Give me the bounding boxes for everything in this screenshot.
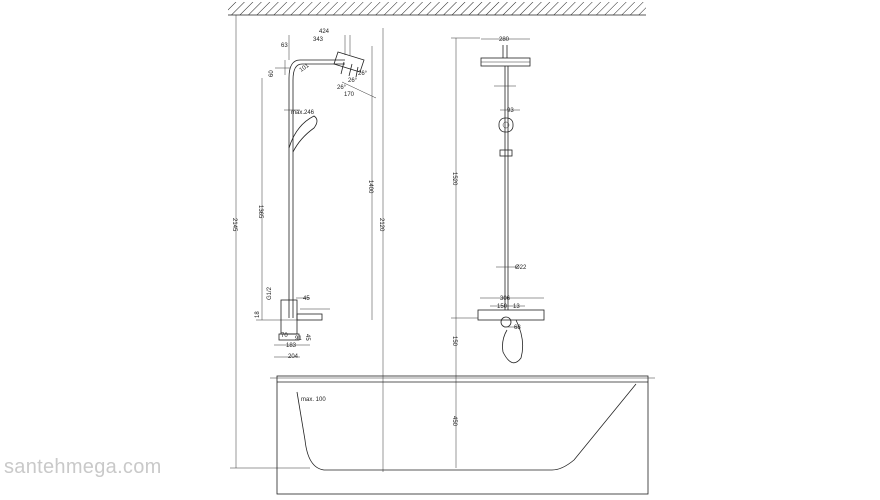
dim-343: 343	[313, 37, 324, 43]
dim-13: 13	[513, 304, 520, 310]
front-view-shower	[451, 37, 545, 468]
dim-26a: 26°	[348, 78, 358, 84]
dim-150a: 150	[497, 304, 508, 310]
dim-18: 18	[255, 311, 261, 318]
dim-g12: G1/2	[267, 286, 273, 300]
dim-26b: 26°	[337, 85, 347, 91]
dim-424: 424	[319, 29, 330, 35]
dim-2145: 2145	[231, 218, 237, 232]
dim-93: 93	[507, 108, 514, 114]
dim-91: 91	[295, 336, 302, 342]
dim-1365: 1365	[257, 205, 263, 219]
overall-height-dimensions	[230, 15, 384, 472]
dim-63: 63	[281, 43, 288, 49]
dim-306: 306	[500, 296, 511, 302]
dim-1400: 1400	[367, 180, 373, 194]
dim-450: 450	[451, 416, 457, 427]
dim-2120: 2120	[378, 218, 384, 232]
dim-70: 70	[281, 333, 288, 339]
dim-22: Ø22	[515, 265, 527, 271]
dim-45b: 45	[304, 334, 310, 341]
dim-280: 280	[499, 37, 510, 43]
dim-68: 68	[514, 325, 521, 331]
ceiling	[228, 2, 646, 16]
watermark: santehmega.com	[4, 456, 162, 478]
side-view-shower	[256, 35, 377, 358]
dim-170: 170	[344, 92, 355, 98]
dim-150b: 150	[451, 336, 457, 347]
dim-1520: 1520	[451, 172, 457, 186]
dim-max246: max.246	[291, 110, 315, 116]
dim-45a: 45	[303, 296, 310, 302]
dim-183: 183	[286, 343, 297, 349]
dim-60: 60	[269, 70, 275, 77]
dimension-labels: 424 343 63 60 101 26° 26° 26° 170 max.24…	[231, 29, 527, 427]
dim-max100: max. 100	[301, 397, 326, 403]
dim-204: 204	[288, 354, 299, 360]
dim-101: 101	[299, 63, 311, 74]
dim-26c: 26°	[358, 71, 368, 77]
bathtub	[270, 375, 655, 495]
